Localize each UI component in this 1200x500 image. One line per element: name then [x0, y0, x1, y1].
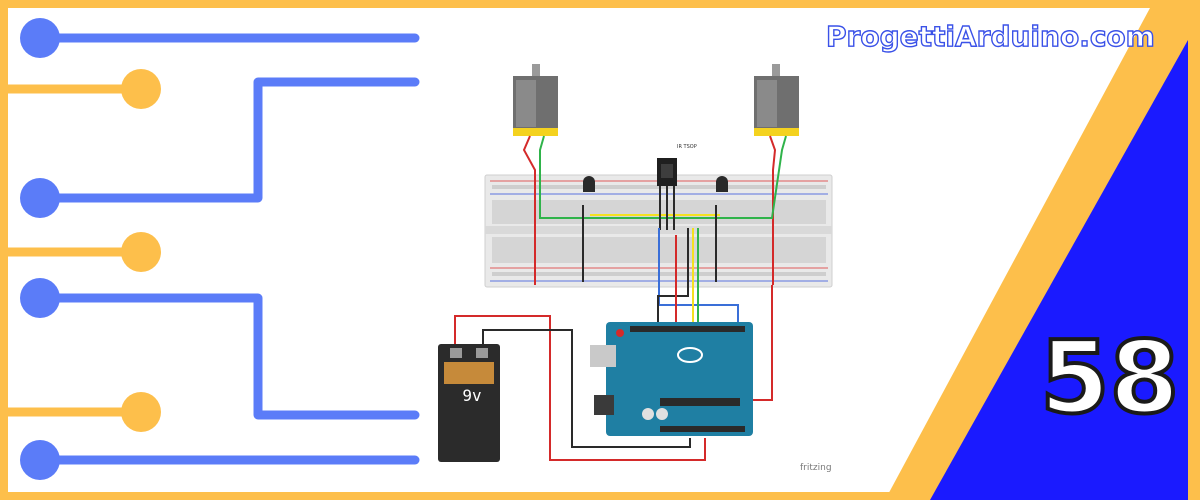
- battery-icon: [438, 344, 500, 462]
- ir-sensor-label: IR TSOP: [677, 144, 697, 150]
- transistor-icon: [715, 176, 728, 282]
- transistor-icon: [582, 176, 595, 282]
- arduino-board-icon: [590, 322, 753, 436]
- motor-icon: [754, 64, 799, 136]
- fritzing-credit: fritzing: [800, 463, 832, 473]
- blue-triangle: [930, 40, 1188, 500]
- site-name: ProgettiArduino.com: [825, 19, 1155, 53]
- episode-number: 58: [1038, 319, 1181, 436]
- ir-sensor-icon: [657, 158, 677, 230]
- battery-label: 9v: [462, 386, 482, 405]
- frame-bottom: [0, 492, 1200, 500]
- motor-icon: [513, 64, 558, 136]
- circuit-trace-icon: [0, 33, 420, 465]
- frame-top: [0, 0, 1200, 8]
- circuit-node-dots: [20, 18, 161, 480]
